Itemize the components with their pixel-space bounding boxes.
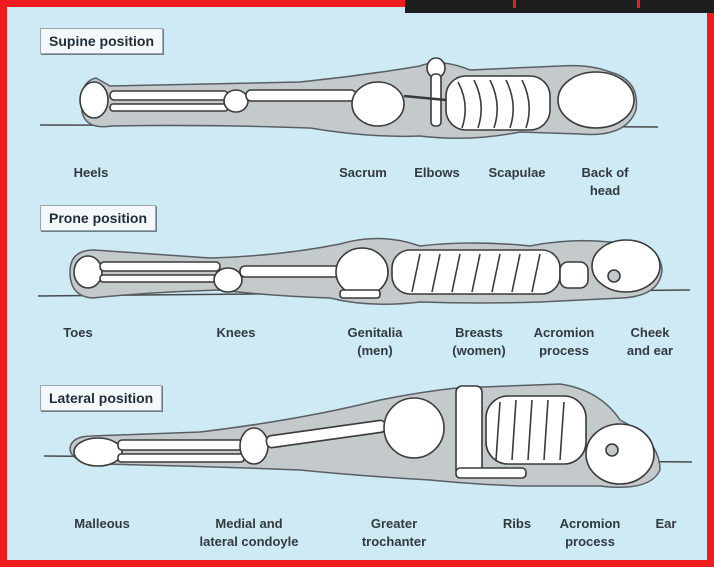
lateral-foot-bone	[74, 438, 122, 466]
supine-skull-bone	[558, 72, 634, 128]
label-acromion-prone: Acromion process	[520, 324, 608, 360]
label-ribs: Ribs	[492, 515, 542, 533]
label-acromion-lateral: Acromion process	[544, 515, 636, 551]
prone-shoulder-bone	[560, 262, 588, 288]
label-elbows: Elbows	[404, 164, 470, 182]
label-cheek-ear: Cheek and ear	[614, 324, 686, 360]
lateral-pelvis-bone	[384, 398, 444, 458]
supine-figure	[40, 58, 658, 138]
supine-heading: Supine position	[40, 28, 163, 54]
prone-skull-bone	[592, 240, 660, 292]
prone-pelvis-bone	[336, 248, 388, 296]
prone-shin-bone	[100, 262, 220, 271]
label-trochanter: Greater trochanter	[344, 515, 444, 551]
lateral-ribcage-bone	[486, 396, 586, 464]
lateral-skull-bone	[586, 424, 654, 484]
lateral-fibula-bone	[118, 454, 244, 462]
lateral-heading: Lateral position	[40, 385, 162, 411]
label-heels: Heels	[66, 164, 116, 182]
prone-femur-bone	[240, 266, 340, 277]
supine-femur-bone	[110, 91, 228, 100]
label-genitalia: Genitalia (men)	[334, 324, 416, 360]
lateral-knee-bone	[240, 428, 268, 464]
supine-thigh-bone	[246, 90, 356, 101]
prone-toe-bone	[74, 256, 102, 288]
supine-ribcage-bone	[446, 76, 550, 130]
label-knees: Knees	[204, 324, 268, 342]
prone-heading: Prone position	[40, 205, 156, 231]
supine-pelvis-bone	[352, 82, 404, 126]
lateral-forearm-bone	[456, 468, 526, 478]
prone-hand-bone	[340, 290, 380, 298]
label-sacrum: Sacrum	[330, 164, 396, 182]
prone-figure	[38, 238, 690, 304]
supine-tibia-bone	[110, 104, 228, 111]
label-breasts: Breasts (women)	[436, 324, 522, 360]
supine-knee-bone	[224, 90, 248, 112]
label-ear: Ear	[644, 515, 688, 533]
label-scapulae: Scapulae	[478, 164, 556, 182]
supine-heel-bone	[80, 82, 108, 118]
lateral-arm-bone	[456, 386, 482, 476]
prone-fibula-bone	[100, 275, 220, 282]
label-condoyle: Medial and lateral condoyle	[178, 515, 320, 551]
label-back-of-head: Back of head	[570, 164, 640, 200]
prone-knee-bone	[214, 268, 242, 292]
lateral-shin-bone	[118, 440, 244, 450]
label-malleous: Malleous	[56, 515, 148, 533]
label-toes: Toes	[50, 324, 106, 342]
